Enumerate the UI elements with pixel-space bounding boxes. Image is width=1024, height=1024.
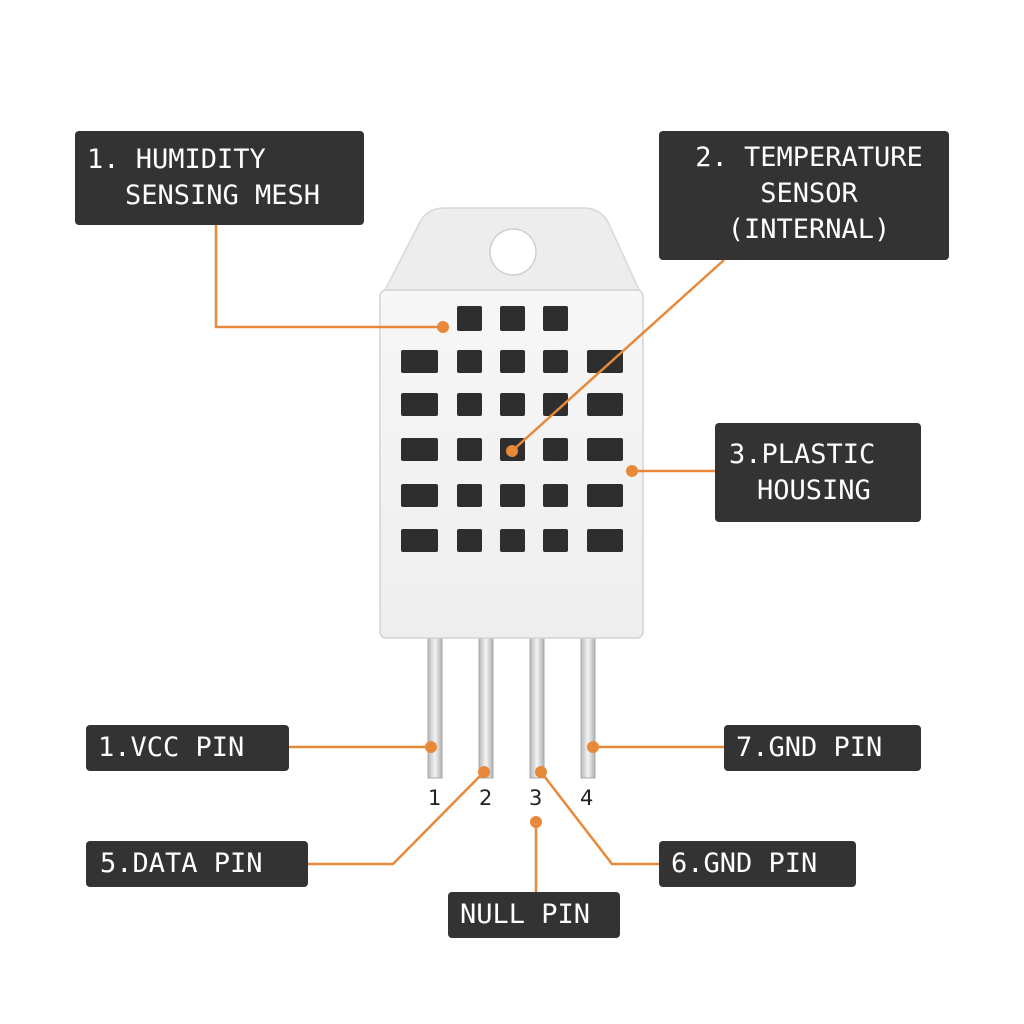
vent-slot [500,393,525,416]
label-plastic-housing: 3.PLASTIC HOUSING [715,423,921,522]
vent-slot [543,484,568,507]
vent-slot [457,438,482,461]
humidity-sensing-mesh [401,306,623,552]
vent-slot [457,306,482,331]
vent-slot [457,484,482,507]
pin-1 [427,635,443,779]
label-line: SENSING MESH [125,180,321,211]
vent-slot [543,393,568,416]
dot-temperature-sensor [506,445,518,457]
vent-slot [587,438,623,461]
leader-humidity-mesh [214,225,443,329]
vent-slot [457,393,482,416]
pin-number-2: 2 [479,786,493,810]
label-line: SENSOR [760,178,858,209]
dot-plastic-housing [626,465,638,477]
label-data-pin: 5.DATA PIN [86,841,308,887]
dot-data-pin [478,766,490,778]
vent-slot [500,306,525,331]
leader-temperature-sensor [511,259,725,452]
vent-slot [401,529,438,552]
dot-gnd-pin-6 [535,766,547,778]
label-line: (INTERNAL) [727,214,891,245]
vent-slot [500,484,525,507]
vent-slot [500,529,525,552]
leader-lines [214,225,725,892]
label-vcc-pin: 1.VCC PIN [86,725,289,771]
vent-slot [587,529,623,552]
vent-slot [543,529,568,552]
label-humidity-sensing-mesh: 1. HUMIDITY SENSING MESH [75,131,364,225]
label-temperature-sensor: 2. TEMPERATURE SENSOR (INTERNAL) [659,131,949,260]
sensor-pins [427,635,596,779]
leader-gnd-pin-6 [540,771,659,866]
pin-2 [478,635,494,779]
mounting-hole [489,228,537,276]
label-null-pin: NULL PIN [448,892,620,938]
label-line: HOUSING [757,475,871,506]
dot-gnd-pin-7 [587,741,599,753]
vent-slot [401,484,438,507]
vent-slot [587,484,623,507]
housing-body [379,289,644,639]
label-line: 3.PLASTIC [729,439,876,470]
vent-slot [543,306,568,331]
plastic-housing [379,207,644,639]
vent-slot [587,350,623,373]
dot-vcc-pin [425,741,437,753]
pin-number-3: 3 [529,786,543,810]
pin-3 [529,635,545,779]
vent-slot [401,393,438,416]
pin-number-4: 4 [580,786,594,810]
label-gnd-pin-6: 6.GND PIN [659,841,856,887]
vent-slot [401,438,438,461]
vent-slot [401,350,438,373]
vent-slot [587,393,623,416]
label-line: 2. TEMPERATURE [695,142,923,173]
vent-slot [457,529,482,552]
vent-slot [500,350,525,373]
vent-slot [543,350,568,373]
leader-data-pin [308,771,485,866]
pin-4 [580,635,596,779]
leader-dots [425,321,638,828]
label-line: 1. HUMIDITY [87,144,266,175]
pin-number-1: 1 [428,786,442,810]
label-gnd-pin-7: 7.GND PIN [724,725,921,771]
dot-null-pin [530,816,542,828]
dot-humidity-mesh [437,321,449,333]
vent-slot [457,350,482,373]
vent-slot [543,438,568,461]
